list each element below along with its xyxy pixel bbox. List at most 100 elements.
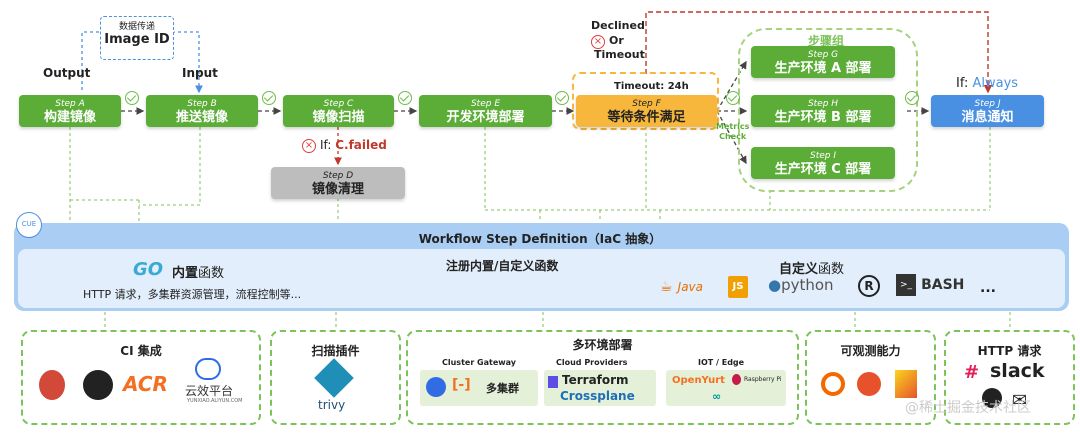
trivy-text: trivy — [318, 398, 346, 412]
builtin-desc: HTTP 请求，多集群资源管理，流程控制等... — [83, 288, 302, 301]
k8s-icon — [426, 377, 446, 397]
rust-logo: R — [858, 275, 880, 297]
terraform-text: Terraform — [562, 373, 629, 387]
step-group-box — [738, 28, 918, 192]
webhook-icon — [982, 388, 1002, 408]
python-icon: ● — [768, 276, 782, 294]
scan-card: 扫描插件 trivy — [270, 330, 401, 425]
step-id: Step G — [807, 50, 839, 60]
ci-title: CI 集成 — [120, 344, 162, 358]
step-name: 推送镜像 — [175, 110, 228, 125]
failed-x-icon: × — [302, 139, 316, 153]
java-logo: ☕ Java — [660, 276, 703, 295]
step-name: 构建镜像 — [43, 110, 96, 125]
definition-inner — [18, 249, 1065, 308]
python-logo: ●python — [768, 276, 834, 294]
more-ellipsis: ... — [980, 280, 996, 296]
if-always: If: Always — [956, 76, 1018, 91]
scan-title: 扫描插件 — [311, 344, 360, 358]
step-j[interactable]: Step J 消息通知 — [931, 95, 1044, 127]
email-icon: ✉ — [1012, 390, 1028, 411]
if-prefix-2: If: — [320, 138, 332, 152]
terraform-icon — [548, 376, 558, 388]
register-label: 注册内置/自定义函数 — [446, 259, 559, 273]
step-name: 生产环境 C 部署 — [774, 162, 872, 177]
declined-x-icon: × — [591, 35, 605, 49]
or-label: Or — [609, 34, 624, 47]
builtin-strong: 内置 — [172, 266, 199, 281]
js-logo: JS — [728, 276, 748, 298]
obs-title: 可观测能力 — [840, 344, 901, 358]
builtin-title: 内置函数 — [172, 262, 224, 281]
python-text: python — [781, 276, 834, 294]
bash-text: BASH — [921, 277, 965, 293]
multi-title: 多环境部署 — [572, 338, 633, 352]
image-id-label: Image ID — [104, 32, 170, 47]
slack-text: slack — [990, 360, 1045, 382]
yunxiao-icon — [195, 358, 221, 380]
builtin-suffix: 函数 — [198, 266, 225, 281]
metrics-check: Metrics Check — [716, 122, 749, 142]
java-text: Java — [677, 280, 704, 294]
custom-suffix: 函数 — [818, 262, 845, 277]
timeout-24h: Timeout: 24h — [614, 81, 689, 92]
yunxiao-text: 云效平台 — [185, 384, 234, 398]
multi-card: 多环境部署 Cluster Gateway Cloud Providers IO… — [406, 330, 799, 425]
definition-title: Workflow Step Definition（IaC 抽象） — [418, 232, 662, 246]
check-icon — [262, 91, 276, 105]
step-c[interactable]: Step C 镜像扫描 — [283, 95, 394, 127]
step-id: Step B — [187, 99, 217, 109]
if-c-failed-value: C.failed — [335, 138, 387, 152]
input-label: Input — [182, 66, 218, 80]
cloud-providers-label: Cloud Providers — [556, 358, 628, 367]
watermark: @稀土掘金技术社区 — [905, 400, 1031, 416]
step-id: Step J — [974, 99, 1001, 109]
check-label: Check — [719, 132, 747, 141]
step-d[interactable]: Step D 镜像清理 — [271, 167, 405, 199]
cloud-tile: Terraform Crossplane — [544, 370, 656, 406]
step-a[interactable]: Step A 构建镜像 — [19, 95, 121, 127]
step-id: Step F — [632, 99, 661, 109]
step-b[interactable]: Step B 推送镜像 — [146, 95, 258, 127]
http-title: HTTP 请求 — [977, 344, 1042, 358]
crossplane-text: Crossplane — [560, 389, 635, 403]
bash-icon: >_ — [896, 274, 916, 296]
step-id: Step D — [322, 171, 354, 181]
acr-logo: ACR — [123, 372, 168, 396]
step-g[interactable]: Step G 生产环境 A 部署 — [751, 46, 895, 78]
step-id: Step H — [807, 99, 839, 109]
openyurt-text: OpenYurt — [672, 375, 725, 386]
step-h[interactable]: Step H 生产环境 B 部署 — [751, 95, 895, 127]
step-i[interactable]: Step I 生产环境 C 部署 — [751, 147, 895, 179]
step-name: 开发环境部署 — [446, 110, 525, 125]
raspberry-icon — [732, 374, 741, 385]
iot-tile: OpenYurt Raspberry Pi ∞ — [666, 370, 786, 406]
if-always-value: Always — [972, 76, 1019, 91]
loki-icon — [895, 370, 917, 398]
check-icon — [726, 91, 740, 105]
check-icon — [125, 91, 139, 105]
java-cup-icon: ☕ — [660, 279, 673, 295]
step-name: 等待条件满足 — [607, 110, 686, 125]
image-id-box: 数据传递 Image ID — [100, 16, 174, 60]
custom-title: 自定义函数 — [779, 258, 844, 277]
yunxiao-sub: YUNXIAO.ALIYUN.COM — [187, 398, 243, 404]
cluster-gateway-label: Cluster Gateway — [442, 358, 517, 367]
http-card: HTTP 请求 # slack ✉ — [944, 330, 1075, 425]
step-f[interactable]: Step F 等待条件满足 — [576, 95, 717, 127]
output-label: Output — [43, 66, 91, 80]
step-name: 镜像清理 — [311, 182, 364, 197]
jenkins-icon — [39, 370, 65, 400]
declined-label: Declined — [591, 19, 645, 32]
if-c-failed: If: C.failed — [320, 138, 387, 152]
iot-edge-label: IOT / Edge — [698, 358, 745, 367]
cue-badge: CUE — [16, 212, 42, 238]
step-e[interactable]: Step E 开发环境部署 — [419, 95, 552, 127]
bracket-icon: [-] — [452, 377, 471, 393]
timeout-label: Timeout — [594, 48, 645, 61]
timeout-box — [572, 72, 719, 130]
step-name: 镜像扫描 — [312, 110, 365, 125]
metrics-label: Metrics — [716, 122, 750, 131]
obs-card: 可观测能力 — [805, 330, 936, 425]
